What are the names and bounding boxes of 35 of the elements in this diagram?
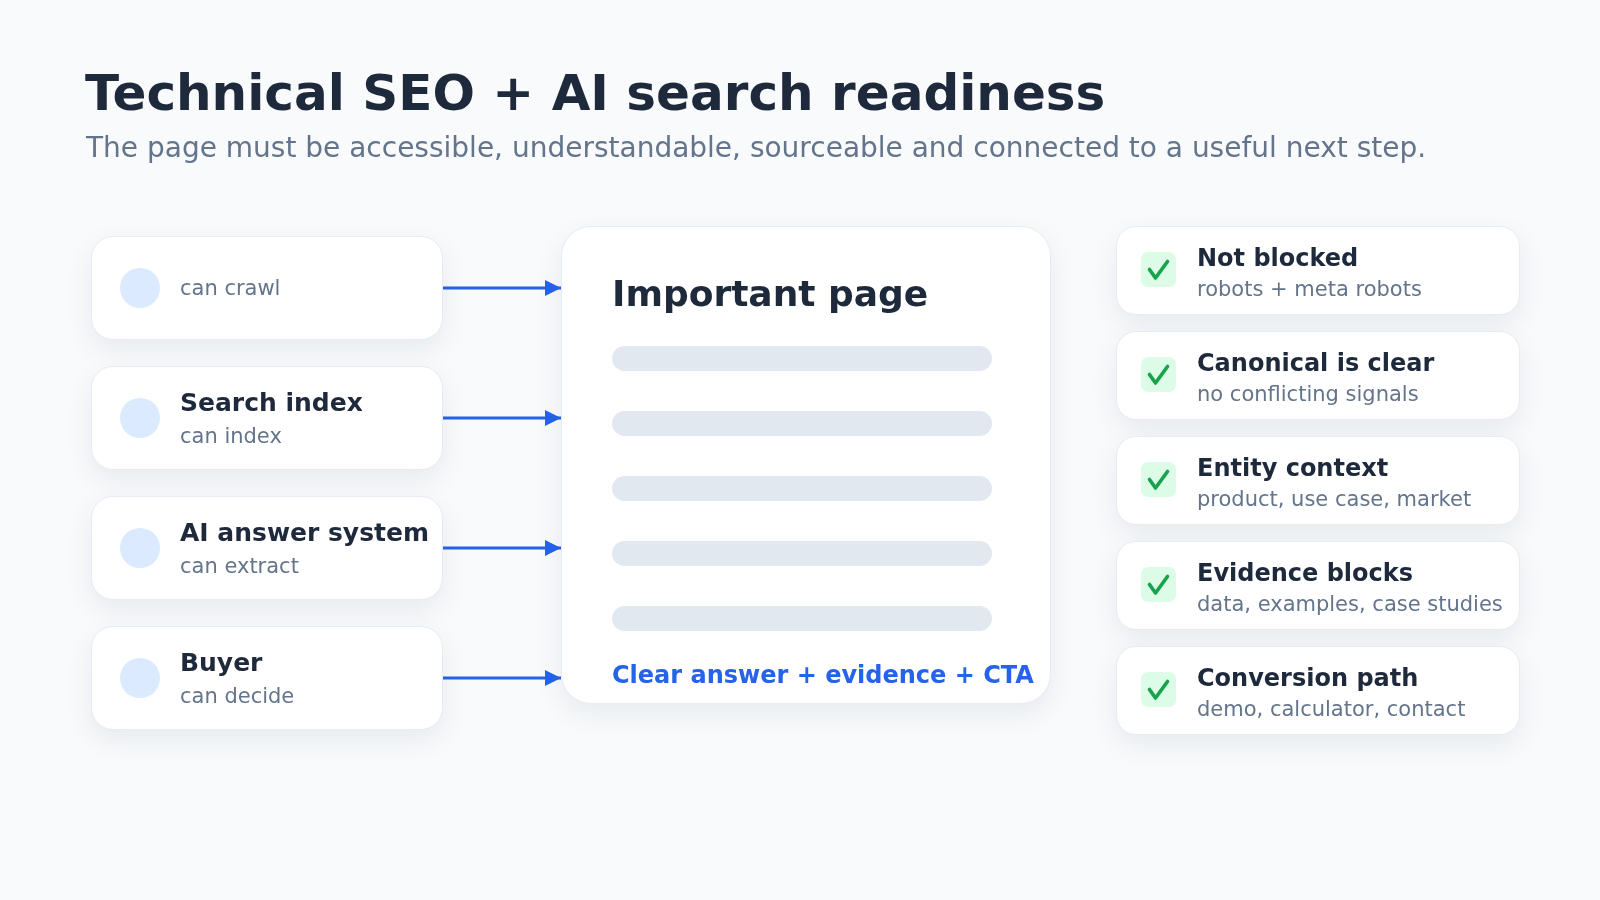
arrow (443, 280, 561, 296)
check-description: demo, calculator, contact (1197, 696, 1466, 723)
arrow (443, 670, 561, 686)
diagram-title: Technical SEO + AI search readiness (85, 63, 1106, 123)
check-description: no conflicting signals (1197, 381, 1419, 408)
check-description: data, examples, case studies (1197, 591, 1503, 618)
checklist-card (1116, 226, 1520, 315)
check-description: robots + meta robots (1197, 276, 1422, 303)
check-title: Conversion path (1197, 663, 1419, 693)
page-card (561, 226, 1051, 704)
check-title: Canonical is clear (1197, 348, 1435, 378)
card-title: AI answer system (180, 517, 429, 549)
check-title: Evidence blocks (1197, 558, 1414, 588)
subtitle-text: The page must be accessible, understandable, sourceable and connected to a useful next step. (86, 131, 1427, 165)
cta-text: Clear answer + evidence + CTA (612, 661, 1034, 690)
card-title: Search index (180, 387, 363, 419)
card-subtitle: can decide (180, 682, 295, 709)
arrow (443, 410, 561, 426)
checklist-card (1116, 331, 1520, 420)
card-title: Buyer (180, 647, 263, 679)
page-title: Important page (612, 272, 929, 316)
check-description: product, use case, market (1197, 486, 1472, 513)
card-subtitle: can crawl (180, 274, 281, 302)
check-title: Not blocked (1197, 243, 1359, 273)
card-subtitle: can extract (180, 552, 299, 579)
checklist-card (1116, 436, 1520, 525)
actor-card (91, 626, 443, 730)
checklist-card (1116, 541, 1520, 630)
card-subtitle: can index (180, 422, 282, 449)
checklist-card (1116, 646, 1520, 735)
check-title: Entity context (1197, 453, 1389, 483)
actor-card (91, 366, 443, 470)
actor-card (91, 496, 443, 600)
arrow (443, 540, 561, 556)
actor-card (91, 236, 443, 340)
